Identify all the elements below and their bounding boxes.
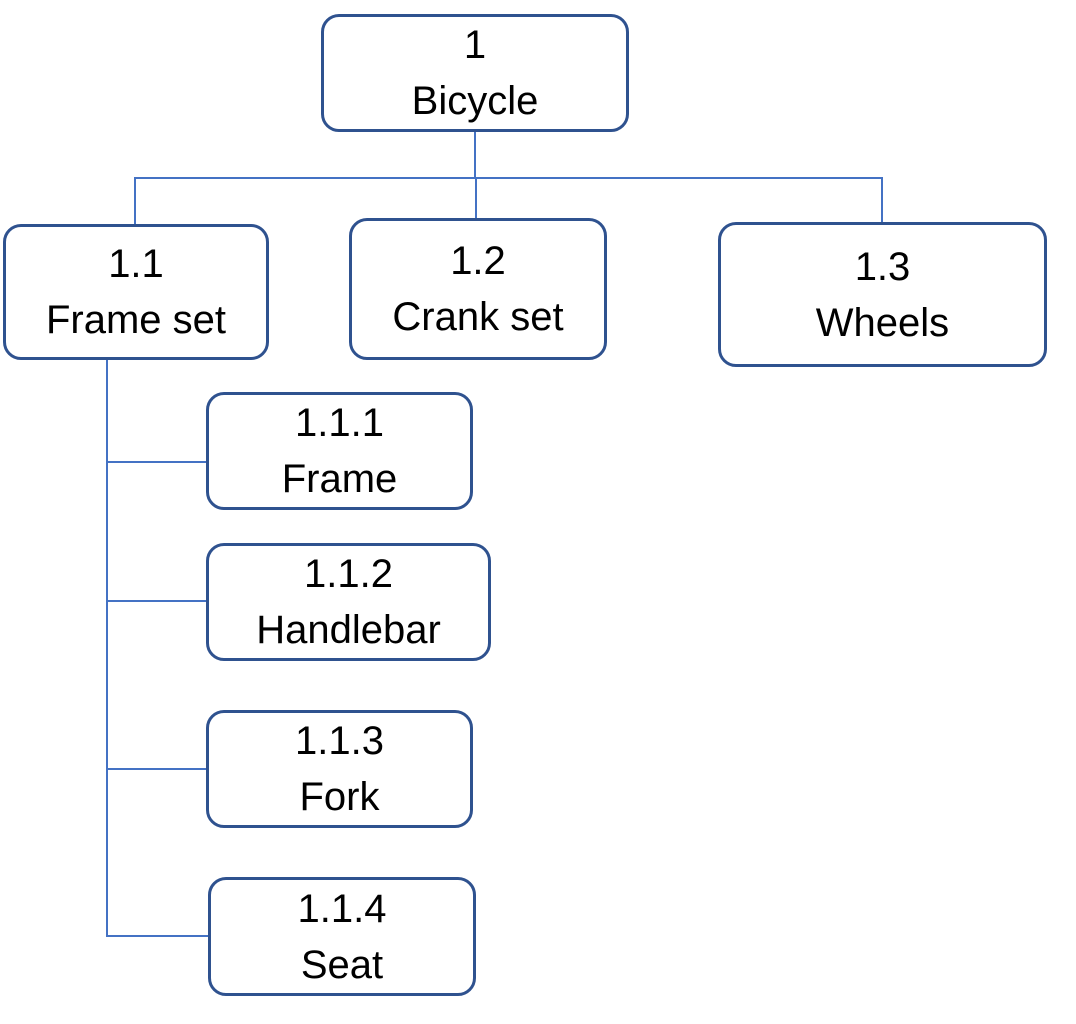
node-seat: 1.1.4 Seat: [208, 877, 476, 996]
node-label: Frame set: [45, 298, 227, 342]
node-label: Crank set: [392, 295, 564, 339]
connector-to-1-1-1: [106, 461, 208, 463]
node-crank-set: 1.2 Crank set: [349, 218, 607, 360]
node-label: Handlebar: [256, 608, 441, 652]
connector-to-1-1-4: [106, 935, 210, 937]
node-number: 1.1.2: [304, 552, 393, 596]
connector-to-1-2: [475, 177, 477, 219]
node-number: 1.1.1: [295, 401, 384, 445]
connector-frame-set-spine: [106, 360, 108, 937]
node-number: 1.3: [854, 244, 911, 289]
node-bicycle: 1 Bicycle: [321, 14, 629, 132]
node-frame: 1.1.1 Frame: [206, 392, 473, 510]
node-wheels: 1.3 Wheels: [718, 222, 1047, 367]
node-number: 1.2: [450, 239, 506, 283]
node-label: Fork: [299, 775, 380, 819]
connector-to-1-1-2: [106, 600, 208, 602]
node-frame-set: 1.1 Frame set: [3, 224, 269, 360]
node-number: 1.1.3: [295, 719, 384, 763]
connector-to-1-1-3: [106, 768, 208, 770]
node-number: 1.1.4: [297, 886, 387, 931]
connector-root-down: [474, 130, 476, 178]
node-handlebar: 1.1.2 Handlebar: [206, 543, 491, 661]
connector-to-1-1: [134, 177, 136, 226]
node-number: 1: [463, 23, 487, 67]
node-label: Frame: [281, 457, 398, 501]
connector-level1-bus: [134, 177, 883, 179]
connector-to-1-3: [881, 177, 883, 224]
node-number: 1.1: [108, 242, 164, 286]
node-label: Bicycle: [411, 79, 539, 123]
node-label: Seat: [300, 942, 384, 987]
node-fork: 1.1.3 Fork: [206, 710, 473, 828]
node-label: Wheels: [815, 300, 950, 345]
